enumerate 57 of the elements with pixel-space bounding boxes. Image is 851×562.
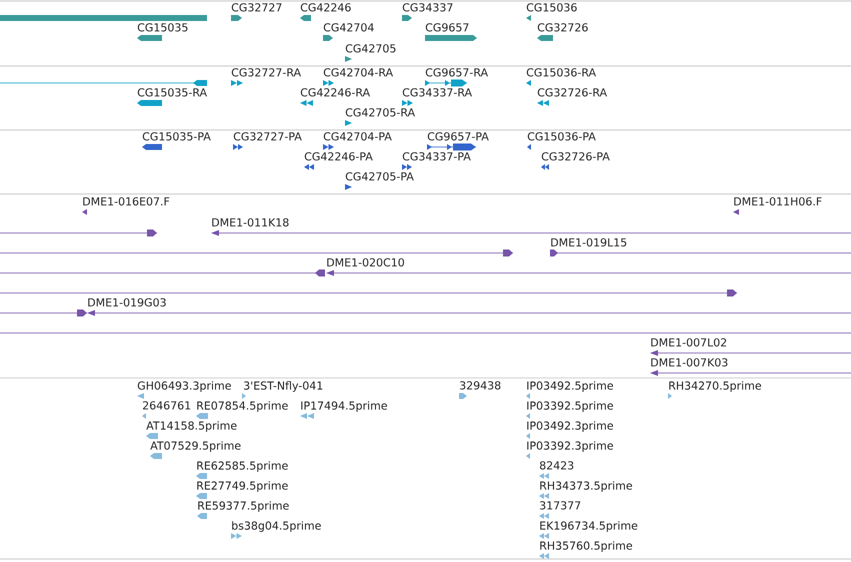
feature-label: CG9657-RA — [426, 68, 488, 77]
feature-label: CG34337 — [402, 3, 452, 12]
feature-label: CG15035-RA — [138, 88, 207, 97]
feature-label: DME1-019G03 — [88, 298, 166, 307]
feature-label: CG34337-PA — [402, 152, 471, 161]
feature-label: CG9657 — [426, 23, 468, 32]
feature-label: RE07854.5prime — [197, 401, 288, 412]
feature-label: CG42704-RA — [324, 68, 393, 77]
feature-label: bs38g04.5prime — [232, 521, 321, 532]
feature-label: EK196734.5prime — [540, 521, 638, 532]
feature-label: 329438 — [460, 381, 500, 390]
feature-label: RH34373.5prime — [540, 481, 632, 492]
feature-label: AT14158.5prime — [146, 421, 237, 432]
feature-label: RH34270.5prime — [669, 381, 762, 392]
feature-label: DME1-011K18 — [212, 218, 289, 227]
feature-label: CG15036-PA — [528, 132, 596, 141]
feature-label: 2646761 — [143, 401, 190, 410]
feature-label: CG42246 — [300, 3, 351, 12]
feature-label: 3'EST-Nfly-041 — [244, 381, 322, 392]
feature-label: CG42246-RA — [300, 88, 370, 97]
feature-label: 82423 — [540, 461, 574, 470]
feature-label: CG32727 — [232, 3, 282, 12]
feature-label: DME1-007K03 — [651, 358, 728, 367]
feature-label: CG32726-RA — [538, 88, 607, 97]
feature-label: DME1-016E07.F — [83, 197, 170, 206]
feature-label: CG15035 — [138, 23, 188, 32]
feature-label: CG32726 — [538, 23, 588, 32]
feature-label: CG34337-RA — [402, 88, 472, 97]
feature-label: CG42246-PA — [304, 152, 373, 161]
feature-label: CG32727-RA — [232, 68, 301, 77]
feature-label: AT07529.5prime — [150, 441, 241, 452]
feature-label: DME1-019L15 — [551, 238, 626, 247]
feature-label: DME1-011H06.F — [734, 197, 822, 206]
feature-label: CG42704 — [324, 23, 374, 32]
feature-label: IP03392.3prime — [527, 441, 614, 452]
feature-label: CG32727-PA — [234, 132, 302, 141]
feature-label: DME1-007L02 — [651, 338, 726, 347]
feature-label: CG9657-PA — [428, 132, 489, 141]
feature-label: DME1-020C10 — [327, 258, 404, 267]
feature-label: RH35760.5prime — [540, 541, 632, 552]
feature-label: IP03492.3prime — [527, 421, 614, 432]
feature-label: CG15036-RA — [526, 68, 596, 77]
feature-label: RE27749.5prime — [197, 481, 288, 492]
feature-label: IP17494.5prime — [301, 401, 388, 412]
feature-label: CG42705 — [346, 44, 396, 53]
feature-label: CG42705-RA — [346, 108, 415, 117]
feature-label: RE62585.5prime — [197, 461, 288, 472]
feature-label: CG15036 — [526, 3, 577, 12]
feature-label: 317377 — [540, 501, 580, 510]
feature-label: RE59377.5prime — [198, 501, 289, 512]
feature-label: CG32726-PA — [542, 152, 610, 161]
feature-label: GH06493.3prime — [138, 381, 231, 392]
feature-label: IP03392.5prime — [527, 401, 614, 412]
feature-label: IP03492.5prime — [527, 381, 614, 392]
feature-label: CG15035-PA — [142, 132, 211, 141]
feature-label: CG42704-PA — [324, 132, 392, 141]
feature-label: CG42705-PA — [346, 172, 414, 181]
